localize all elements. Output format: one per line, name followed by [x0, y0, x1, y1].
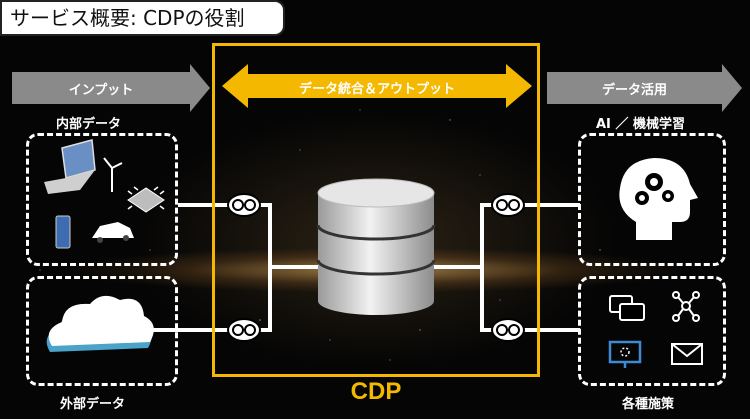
wind-turbine-icon [103, 157, 123, 192]
network-icon [672, 291, 700, 322]
internal-data-label: 内部データ [56, 117, 122, 132]
laptop-icon [44, 139, 96, 194]
measures-label: 各種施策 [622, 397, 675, 412]
cloud-icon [46, 295, 154, 352]
right-connector-rings [496, 199, 520, 336]
ai-ml-box [578, 133, 726, 266]
integration-arrow-label: データ統合＆アウトプット [298, 82, 455, 97]
output-arrow [547, 64, 742, 112]
database-icon [316, 178, 436, 315]
external-data-label: 外部データ [60, 397, 126, 412]
internal-data-box [26, 133, 178, 266]
input-arrow-label: インプット [68, 83, 134, 98]
signage-icon [608, 340, 642, 368]
external-data-box [26, 276, 178, 386]
input-arrow [12, 64, 210, 112]
cdp-label: CDP [350, 378, 402, 405]
cdp-frame [212, 43, 540, 377]
car-icon [92, 222, 134, 243]
right-pipes [432, 203, 580, 332]
smartphone-icon [55, 215, 71, 249]
output-arrow-label: データ活用 [601, 83, 667, 98]
mail-icon [671, 343, 703, 365]
integration-arrow [222, 64, 532, 108]
ai-ml-label: AI ／ 機械学習 [596, 117, 685, 132]
chip-icon [127, 186, 165, 213]
measures-box [578, 276, 726, 386]
ai-head-icon [619, 158, 698, 240]
left-connector-rings [232, 199, 256, 336]
page-title: サービス概要: CDPの役割 [0, 0, 285, 36]
chat-bubbles-icon [609, 295, 645, 321]
